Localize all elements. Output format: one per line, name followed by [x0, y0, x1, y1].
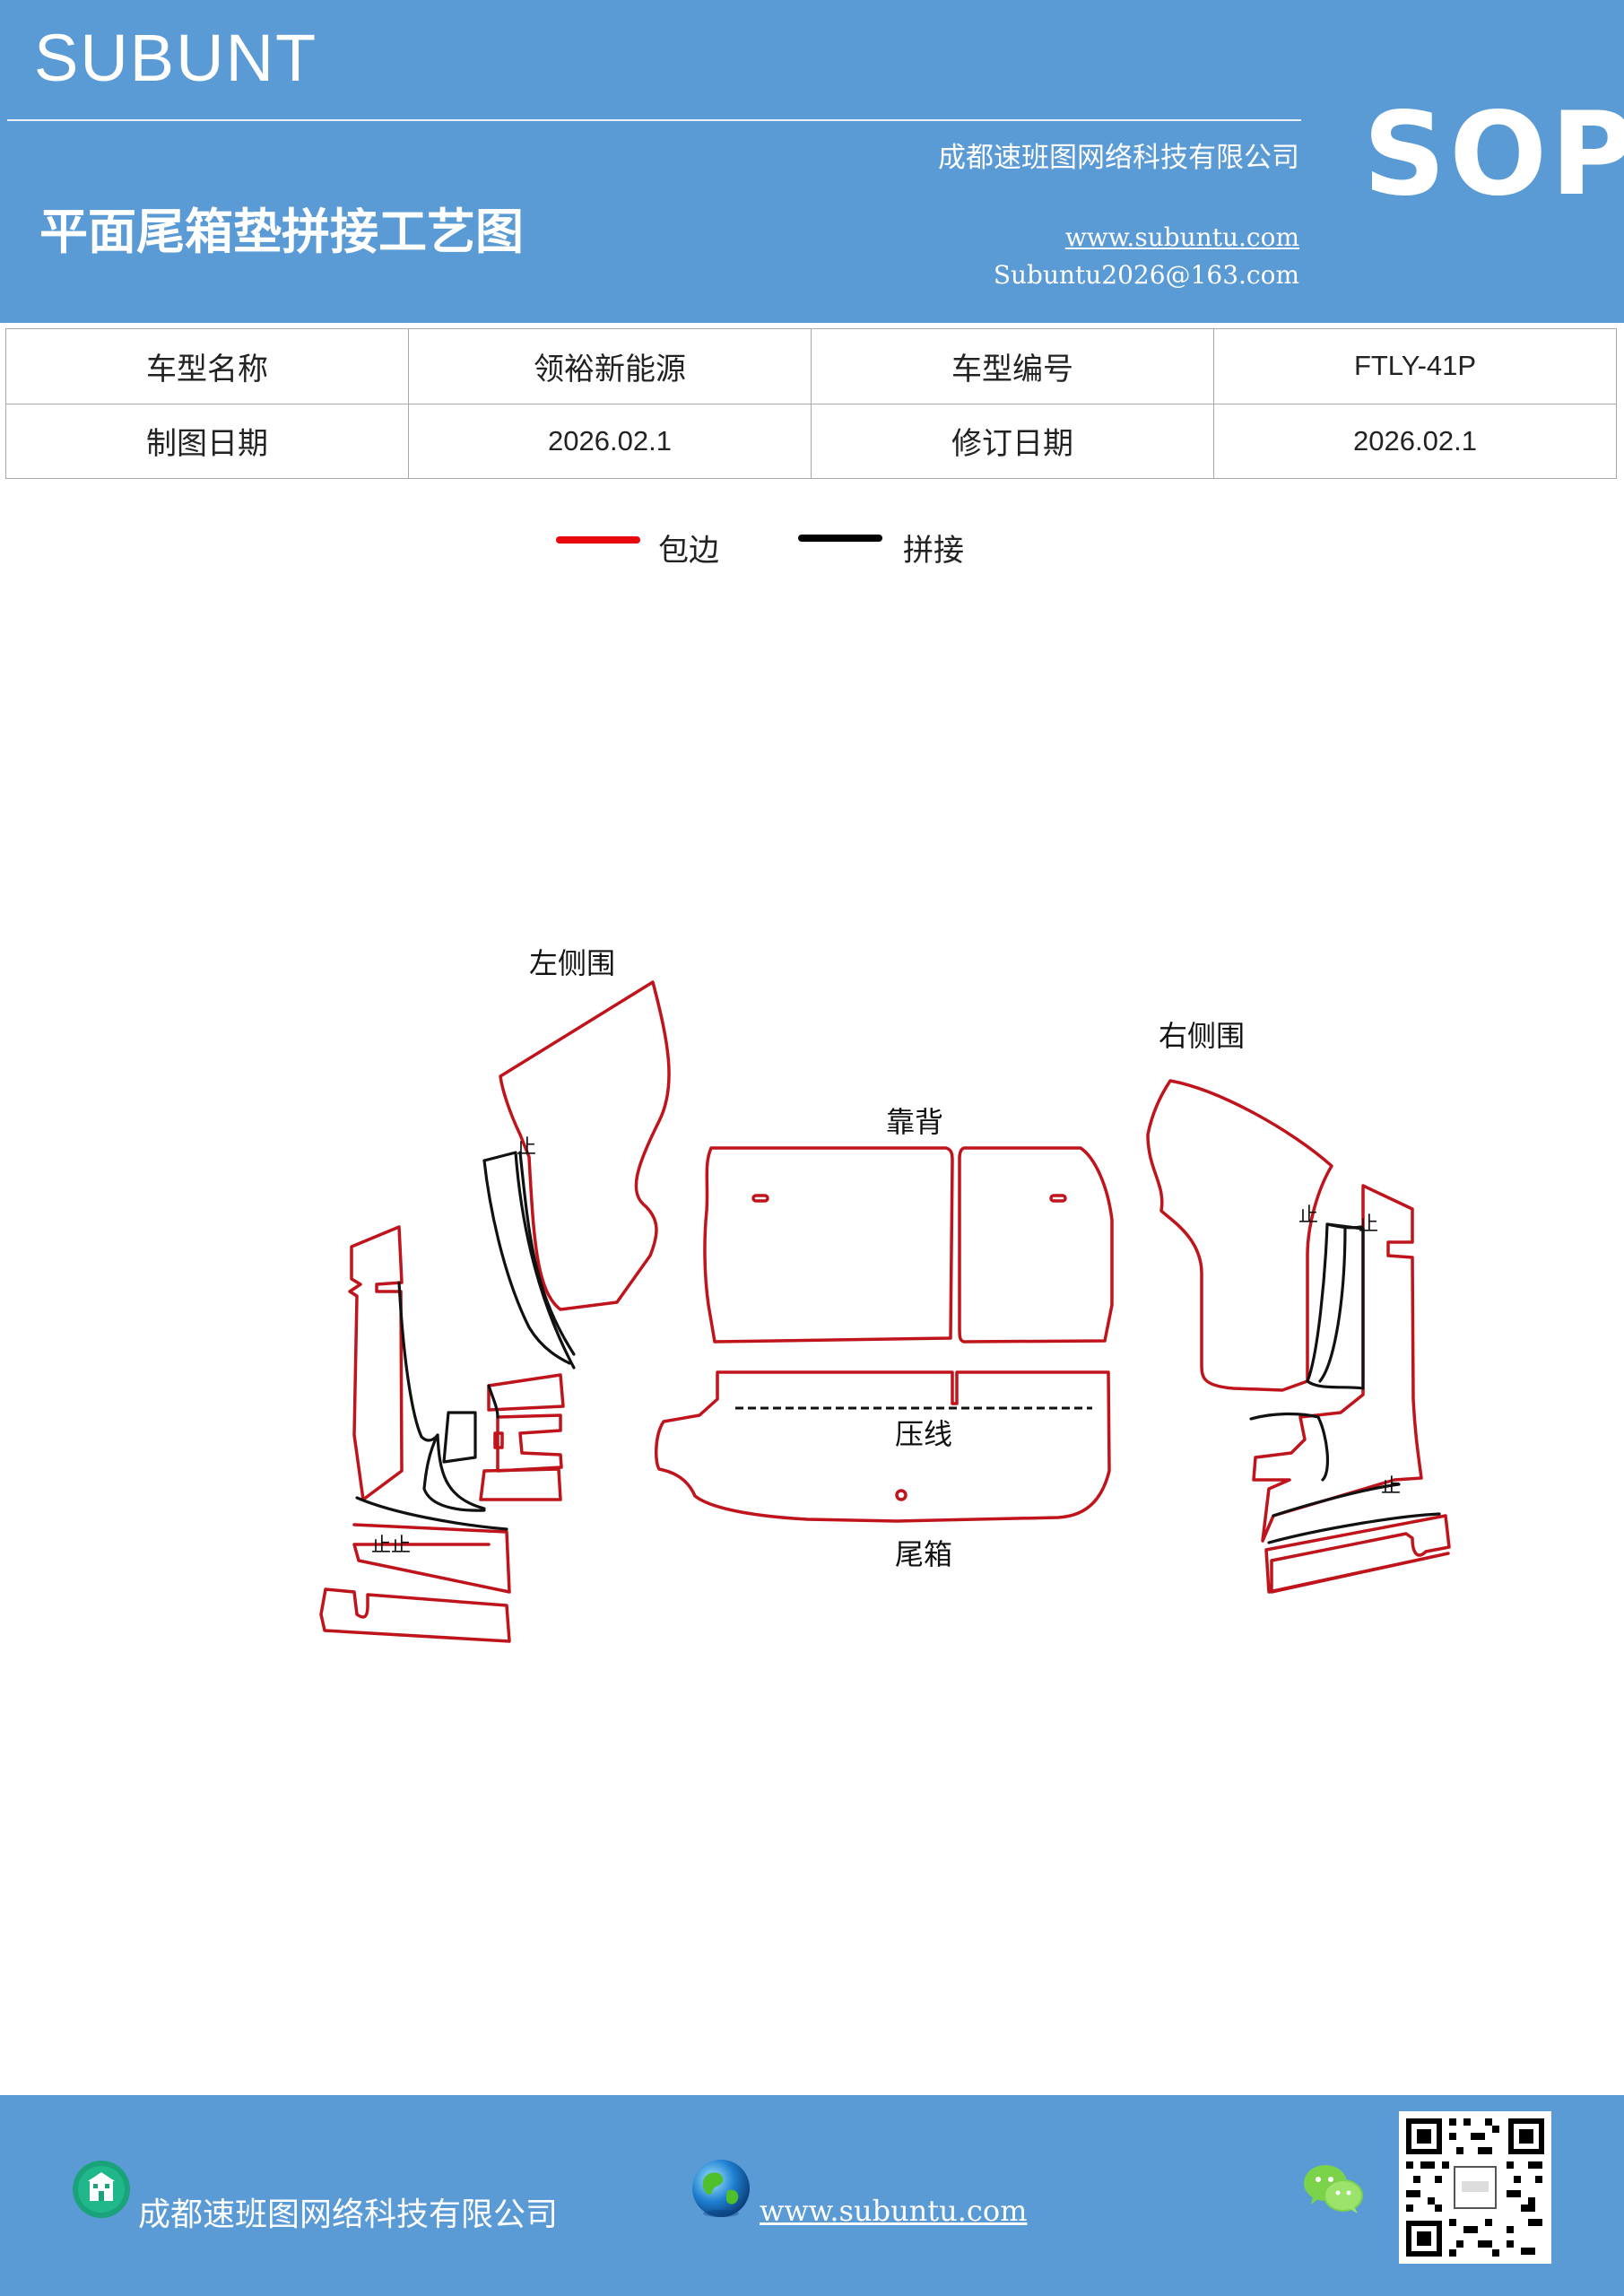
right-upper-seam-3 — [1318, 1225, 1347, 1383]
right-lower-seam-1 — [1249, 1412, 1329, 1482]
model-name-value: 领裕新能源 — [408, 328, 812, 404]
trunk-label: 尾箱 — [895, 1537, 952, 1571]
trunk-floor-outline — [654, 1370, 1111, 1523]
left-small-piece-1-outline — [487, 1373, 565, 1412]
footer-website-link[interactable]: www.subuntu.com — [760, 2194, 1028, 2228]
trunk-floor-hole — [895, 1489, 908, 1501]
stop-mark-4: 止 — [1298, 1205, 1318, 1227]
backrest-right-slot — [1049, 1194, 1067, 1203]
footer-company-name: 成都速班图网络科技有限公司 — [138, 2196, 559, 2233]
left-small-piece-2-outline — [496, 1413, 563, 1473]
left-lower-panel-outline — [348, 1225, 404, 1501]
left-upper-panel-outline — [499, 980, 671, 1311]
legend-binding-swatch — [556, 536, 640, 544]
left-lower-seam-1 — [397, 1281, 486, 1512]
revise-date-label: 修订日期 — [811, 403, 1214, 479]
crease-label: 压线 — [895, 1417, 952, 1451]
legend-splice-swatch — [798, 535, 882, 542]
left-panel-label: 左侧围 — [529, 946, 615, 980]
email-address: Subuntu2026@163.com — [993, 260, 1299, 290]
wechat-icon — [1304, 2165, 1363, 2213]
left-lower-seam-2 — [355, 1496, 508, 1531]
revise-date-value: 2026.02.1 — [1213, 403, 1617, 479]
table-row: 车型名称 领裕新能源 车型编号 FTLY-41P — [5, 328, 1617, 404]
header-divider — [7, 119, 1301, 121]
left-strip-2-outline — [319, 1587, 511, 1643]
stop-mark-3: 止 — [391, 1535, 411, 1557]
backrest-left-slot — [751, 1194, 769, 1203]
model-code-value: FTLY-41P — [1213, 328, 1617, 404]
left-lower-seam-3 — [436, 1433, 486, 1510]
legend-splice-label: 拼接 — [903, 533, 964, 569]
left-lower-seam-4 — [442, 1411, 477, 1464]
model-code-label: 车型编号 — [811, 328, 1214, 404]
stop-mark-1: 止 — [517, 1136, 536, 1159]
header-banner — [0, 0, 1624, 323]
model-name-label: 车型名称 — [5, 328, 409, 404]
brand-name: SUBUNT — [34, 21, 318, 95]
sop-mark: SOP — [1363, 88, 1624, 222]
qr-code-pattern — [1406, 2118, 1544, 2257]
backrest-label: 靠背 — [886, 1105, 943, 1139]
left-lower-seam-5 — [487, 1384, 499, 1419]
right-lower-seam-3 — [1267, 1512, 1441, 1544]
stop-mark-2: 止 — [371, 1535, 391, 1557]
globe-icon — [692, 2160, 750, 2217]
company-name: 成都速班图网络科技有限公司 — [938, 142, 1299, 174]
backrest-right-outline — [958, 1146, 1114, 1344]
left-upper-seam-3 — [482, 1159, 571, 1365]
left-upper-seam-1 — [482, 1151, 576, 1370]
right-upper-panel-outline — [1146, 1079, 1333, 1392]
info-table: 车型名称 领裕新能源 车型编号 FTLY-41P 制图日期 2026.02.1 … — [5, 328, 1617, 479]
right-lower-panel-outline — [1252, 1184, 1423, 1543]
table-row: 制图日期 2026.02.1 修订日期 2026.02.1 — [5, 403, 1617, 479]
right-upper-seam-1 — [1306, 1222, 1365, 1390]
stop-mark-5: 止 — [1359, 1213, 1378, 1236]
page-title: 平面尾箱垫拼接工艺图 — [39, 203, 524, 260]
legend-binding-label: 包边 — [658, 533, 719, 569]
stop-mark-6: 止 — [1381, 1475, 1401, 1498]
backrest-left-outline — [703, 1146, 954, 1344]
right-panel-label: 右侧围 — [1159, 1019, 1245, 1053]
left-small-piece-3-outline — [479, 1467, 562, 1501]
draw-date-label: 制图日期 — [5, 403, 409, 479]
right-bottom-strip-outline — [1264, 1514, 1451, 1594]
website-link[interactable]: www.subuntu.com — [1064, 222, 1299, 252]
left-small-slot-outline — [493, 1431, 504, 1449]
building-icon — [73, 2161, 130, 2218]
draw-date-value: 2026.02.1 — [408, 403, 812, 479]
qr-code-icon — [1399, 2111, 1551, 2264]
left-strip-1-outline — [352, 1523, 511, 1594]
right-lower-seam-2 — [1272, 1483, 1401, 1518]
left-upper-seam-2 — [518, 1151, 576, 1356]
